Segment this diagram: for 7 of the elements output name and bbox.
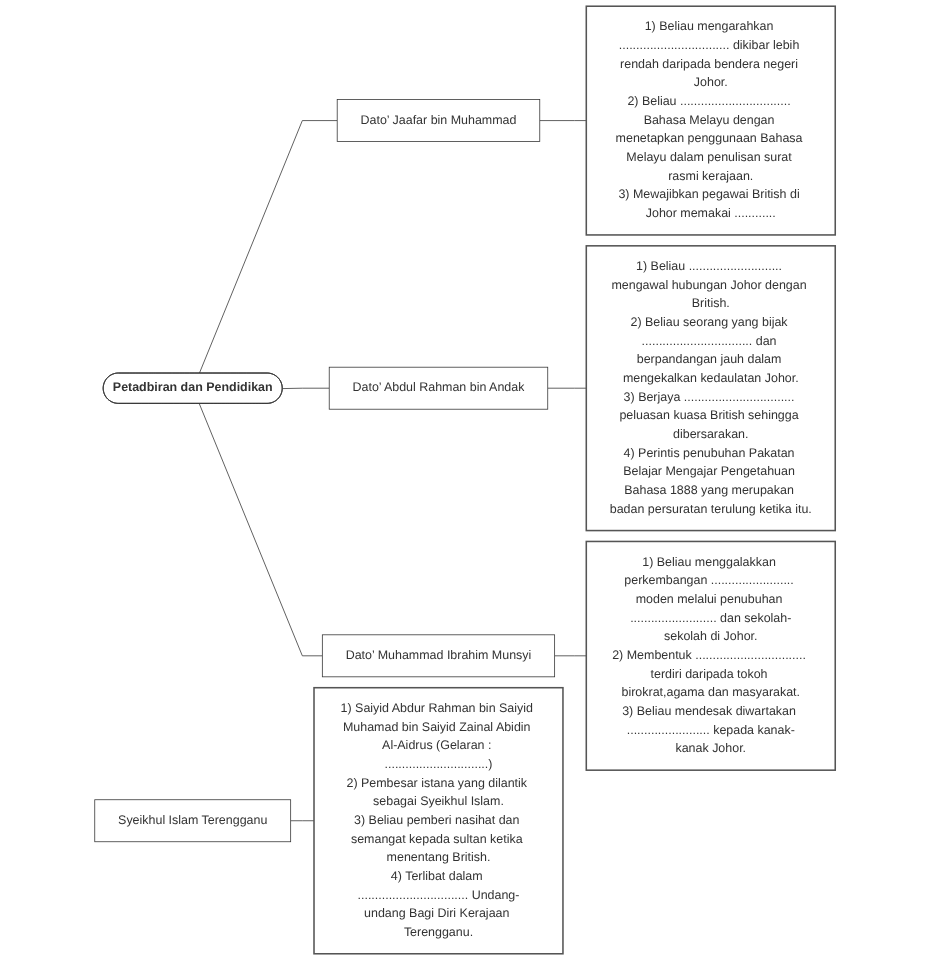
connector: [547, 387, 587, 389]
connector: [539, 120, 587, 121]
connector: [554, 655, 587, 657]
connector: [282, 387, 330, 389]
connector: [198, 403, 323, 657]
connector: [290, 820, 315, 822]
connector: [198, 120, 338, 374]
